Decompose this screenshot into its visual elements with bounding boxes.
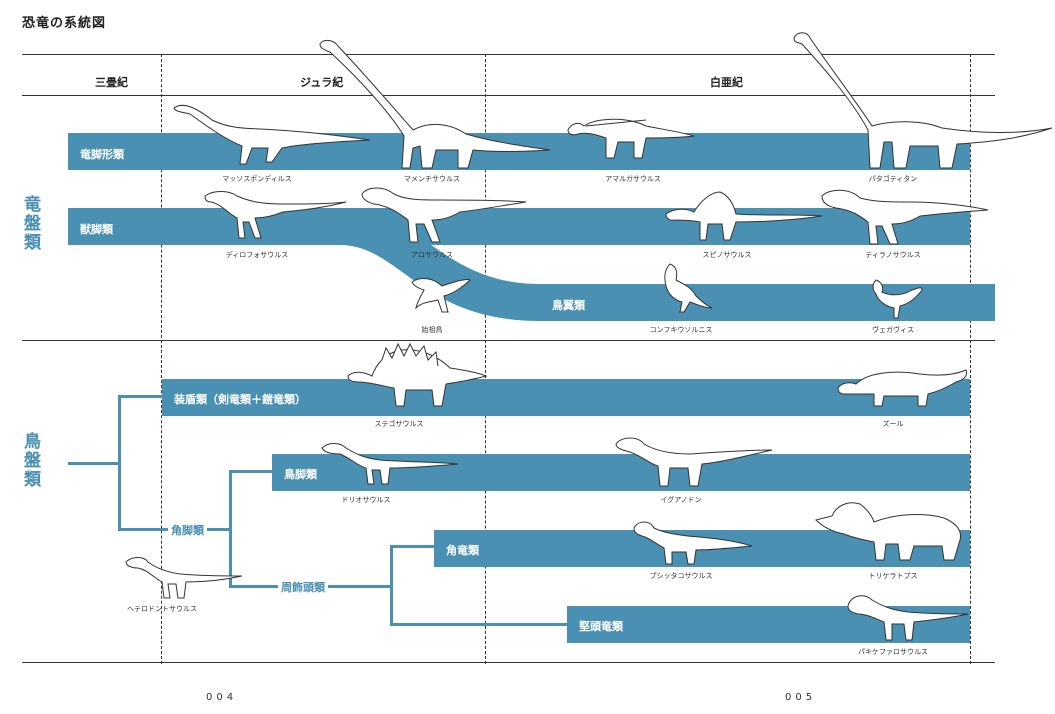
ceratopsia-link xyxy=(390,545,434,548)
triassic-jurassic-boundary xyxy=(161,54,162,664)
group-divider xyxy=(22,340,995,341)
caption-iguanodon: イグアノドン xyxy=(660,496,702,504)
cretaceous-end-boundary xyxy=(970,54,971,664)
header-rule xyxy=(22,95,995,96)
archaeopteryx-illustration xyxy=(411,278,471,313)
amargasaurus-illustration xyxy=(567,118,695,159)
pachycephalosauria-link xyxy=(390,623,567,626)
dilophosaurus-illustration xyxy=(204,191,347,239)
page-title: 恐竜の系統図 xyxy=(22,16,107,31)
period-jurassic: ジュラ紀 xyxy=(300,76,344,89)
ornithischia-split xyxy=(118,395,121,530)
group-ornithischia: 鳥盤類 xyxy=(20,432,40,489)
patagotitan-illustration xyxy=(793,32,1053,169)
massospondylus-illustration xyxy=(173,104,371,165)
cerapoda-split xyxy=(229,470,232,587)
caption-amargasaurus: アマルガサウルス xyxy=(605,175,661,183)
label-thyreophora: 装盾類（剣竜類＋鎧竜類） xyxy=(174,393,306,406)
label-sauropodomorpha: 竜脚形類 xyxy=(80,148,124,161)
node-marginocephalia: 周飾頭類 xyxy=(278,579,328,595)
heterodontosaurus-illustration xyxy=(125,557,243,599)
confuciusornis-illustration xyxy=(664,263,713,313)
group-saurischia: 竜盤類 xyxy=(20,195,40,252)
top-rule xyxy=(22,54,995,55)
caption-massospondylus: マッソスポンディルス xyxy=(222,175,292,183)
period-triassic: 三畳紀 xyxy=(95,76,128,89)
caption-spinosaurus: スピノサウルス xyxy=(702,251,752,259)
label-ceratopsia: 角竜類 xyxy=(446,544,479,557)
dryosaurus-illustration xyxy=(321,443,459,485)
mamenchisaurus-illustration xyxy=(319,39,551,169)
caption-pachycephalosaurus: パキケファロサウルス xyxy=(858,648,928,656)
caption-tyrannosaurus: ティラノサウルス xyxy=(865,251,921,259)
caption-patagotitan: パタゴティタン xyxy=(868,175,918,183)
caption-allosaurus: アロサウルス xyxy=(411,251,453,259)
bottom-rule xyxy=(22,662,995,663)
caption-psittacosaurus: プシッタコサウルス xyxy=(649,572,713,580)
vegavis-illustration xyxy=(872,279,923,319)
tyrannosaurus-illustration xyxy=(821,189,989,245)
caption-confuciusornis: コンフキウソルニス xyxy=(649,326,713,334)
caption-dilophosaurus: ディロフォサウルス xyxy=(225,251,289,259)
band-thyreophora xyxy=(162,379,970,416)
page-number-right: 005 xyxy=(785,692,817,703)
page-number-left: 004 xyxy=(206,692,238,703)
caption-dryosaurus: ドリオサウルス xyxy=(341,496,391,504)
thyreophora-link xyxy=(118,395,162,398)
triceratops-illustration xyxy=(815,502,961,561)
spinosaurus-illustration xyxy=(665,191,823,241)
zuul-illustration xyxy=(837,369,967,407)
pachycephalosaurus-illustration xyxy=(847,595,969,641)
label-aves: 鳥翼類 xyxy=(552,299,585,312)
caption-mamenchisaurus: マメンチサウルス xyxy=(404,175,460,183)
caption-archaeopteryx: 始祖鳥 xyxy=(421,326,443,334)
marginocephalia-split xyxy=(390,545,393,625)
band-theropoda xyxy=(68,208,970,245)
psittacosaurus-illustration xyxy=(633,521,753,565)
label-ornithopoda: 鳥脚類 xyxy=(284,468,317,481)
caption-triceratops: トリケラトプス xyxy=(868,572,918,580)
period-cretaceous: 白亜紀 xyxy=(710,76,743,89)
jurassic-cretaceous-boundary xyxy=(485,54,486,664)
caption-vegavis: ヴェガヴィス xyxy=(872,326,914,334)
ornithopoda-link xyxy=(229,470,272,473)
root-connector xyxy=(68,462,120,465)
caption-heterodontosaurus: ヘテロドントサウルス xyxy=(127,605,197,613)
allosaurus-illustration xyxy=(361,187,527,243)
caption-zuul: ズール xyxy=(882,420,904,428)
node-cerapoda: 角脚類 xyxy=(168,522,207,538)
label-pachycephalosauria: 堅頭竜類 xyxy=(579,620,623,633)
stegosaurus-illustration xyxy=(347,342,488,407)
caption-stegosaurus: ステゴサウルス xyxy=(374,420,424,428)
iguanodon-illustration xyxy=(615,437,773,487)
label-theropoda: 獣脚類 xyxy=(80,223,113,236)
